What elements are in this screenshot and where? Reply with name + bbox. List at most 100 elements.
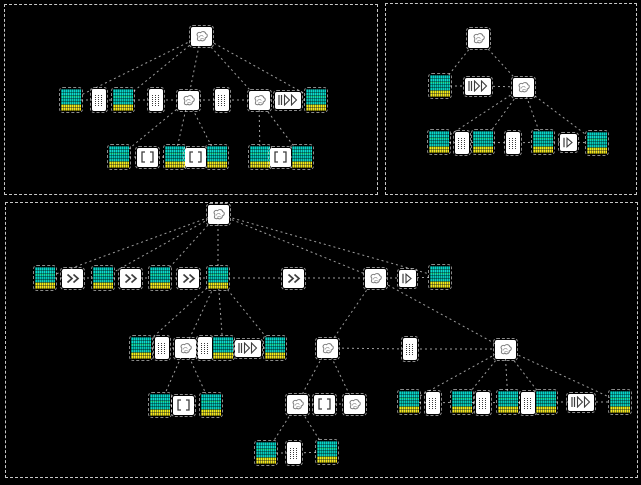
double-play-node[interactable] xyxy=(273,89,303,111)
image-thumbnail-node[interactable] xyxy=(304,87,328,113)
image-thumbnail-node[interactable] xyxy=(33,265,57,291)
image-thumbnail-node[interactable] xyxy=(608,389,632,415)
grid-icon xyxy=(524,396,532,410)
grid-icon xyxy=(509,136,517,150)
image-thumbnail-node[interactable] xyxy=(428,73,452,99)
image-thumbnail-node[interactable] xyxy=(585,130,609,156)
play-node[interactable] xyxy=(557,131,579,153)
brackets-node[interactable] xyxy=(170,393,196,417)
image-thumbnail-icon xyxy=(430,75,450,97)
image-thumbnail-icon xyxy=(430,266,450,288)
image-thumbnail-node[interactable] xyxy=(427,129,451,155)
double-play-icon xyxy=(277,94,299,106)
grid-node[interactable] xyxy=(147,87,165,113)
double-play-icon xyxy=(570,396,592,408)
grid-icon xyxy=(290,446,298,460)
image-thumbnail-node[interactable] xyxy=(397,389,421,415)
brackets-icon xyxy=(273,151,288,163)
brackets-icon xyxy=(317,398,332,410)
scribble-icon xyxy=(515,80,532,95)
scribble-node[interactable] xyxy=(492,337,518,361)
scribble-node[interactable] xyxy=(465,26,491,50)
double-chevron-icon xyxy=(286,273,301,284)
double-play-node[interactable] xyxy=(233,337,263,359)
image-thumbnail-node[interactable] xyxy=(163,144,187,170)
scribble-node[interactable] xyxy=(175,88,201,112)
brackets-node[interactable] xyxy=(182,145,208,169)
double-play-node[interactable] xyxy=(566,391,596,413)
image-thumbnail-node[interactable] xyxy=(91,265,115,291)
grid-node[interactable] xyxy=(504,130,522,156)
grid-icon xyxy=(479,396,487,410)
grid-node[interactable] xyxy=(153,335,171,361)
brackets-node[interactable] xyxy=(311,392,337,416)
brackets-node[interactable] xyxy=(134,145,160,169)
grid-node[interactable] xyxy=(196,335,214,361)
grid-node[interactable] xyxy=(453,130,471,156)
grid-node[interactable] xyxy=(285,440,303,466)
image-thumbnail-node[interactable] xyxy=(148,392,172,418)
brackets-node[interactable] xyxy=(267,145,293,169)
grid-node[interactable] xyxy=(213,87,231,113)
grid-node[interactable] xyxy=(519,390,537,416)
double-chevron-node[interactable] xyxy=(280,266,306,290)
scribble-node[interactable] xyxy=(246,88,272,112)
image-thumbnail-node[interactable] xyxy=(290,144,314,170)
image-thumbnail-node[interactable] xyxy=(428,264,452,290)
scribble-icon xyxy=(346,397,363,412)
image-thumbnail-node[interactable] xyxy=(450,389,474,415)
image-thumbnail-icon xyxy=(150,394,170,416)
grid-node[interactable] xyxy=(90,87,108,113)
grid-node[interactable] xyxy=(474,390,492,416)
double-play-icon xyxy=(467,80,489,92)
image-thumbnail-node[interactable] xyxy=(205,144,229,170)
double-chevron-node[interactable] xyxy=(175,266,201,290)
image-thumbnail-node[interactable] xyxy=(199,392,223,418)
image-thumbnail-node[interactable] xyxy=(248,144,272,170)
image-thumbnail-node[interactable] xyxy=(254,440,278,466)
scribble-node[interactable] xyxy=(284,392,310,416)
image-thumbnail-node[interactable] xyxy=(531,129,555,155)
tree-panel-top-left xyxy=(4,4,378,195)
grid-icon xyxy=(201,341,209,355)
tree-edge xyxy=(374,277,506,350)
tree-edge xyxy=(122,35,202,101)
image-thumbnail-node[interactable] xyxy=(59,87,83,113)
image-thumbnail-node[interactable] xyxy=(471,129,495,155)
image-thumbnail-node[interactable] xyxy=(148,265,172,291)
tree-edge xyxy=(44,213,219,279)
image-thumbnail-icon xyxy=(256,442,276,464)
scribble-node[interactable] xyxy=(341,392,367,416)
image-thumbnail-node[interactable] xyxy=(206,265,230,291)
scribble-node[interactable] xyxy=(188,24,214,48)
image-thumbnail-node[interactable] xyxy=(315,439,339,465)
image-thumbnail-node[interactable] xyxy=(263,335,287,361)
scribble-node[interactable] xyxy=(172,336,198,360)
tree-edge xyxy=(522,86,598,144)
scribble-node[interactable] xyxy=(510,75,536,99)
image-thumbnail-node[interactable] xyxy=(211,335,235,361)
play-node[interactable] xyxy=(396,267,418,289)
image-thumbnail-icon xyxy=(452,391,472,413)
scribble-node[interactable] xyxy=(314,336,340,360)
grid-node[interactable] xyxy=(401,336,419,362)
scribble-icon xyxy=(367,271,384,286)
image-thumbnail-node[interactable] xyxy=(129,335,153,361)
image-thumbnail-icon xyxy=(61,89,81,111)
scribble-icon xyxy=(177,341,194,356)
double-chevron-icon xyxy=(65,273,80,284)
image-thumbnail-node[interactable] xyxy=(496,389,520,415)
image-thumbnail-node[interactable] xyxy=(111,87,135,113)
scribble-node[interactable] xyxy=(362,266,388,290)
double-play-icon xyxy=(237,342,259,354)
image-thumbnail-node[interactable] xyxy=(107,144,131,170)
scribble-node[interactable] xyxy=(205,202,231,226)
image-thumbnail-icon xyxy=(587,132,607,154)
grid-icon xyxy=(406,342,414,356)
tree-edge xyxy=(200,35,260,101)
grid-node[interactable] xyxy=(424,390,442,416)
double-chevron-node[interactable] xyxy=(59,266,85,290)
image-thumbnail-node[interactable] xyxy=(534,389,558,415)
double-chevron-node[interactable] xyxy=(117,266,143,290)
double-play-node[interactable] xyxy=(463,75,493,97)
